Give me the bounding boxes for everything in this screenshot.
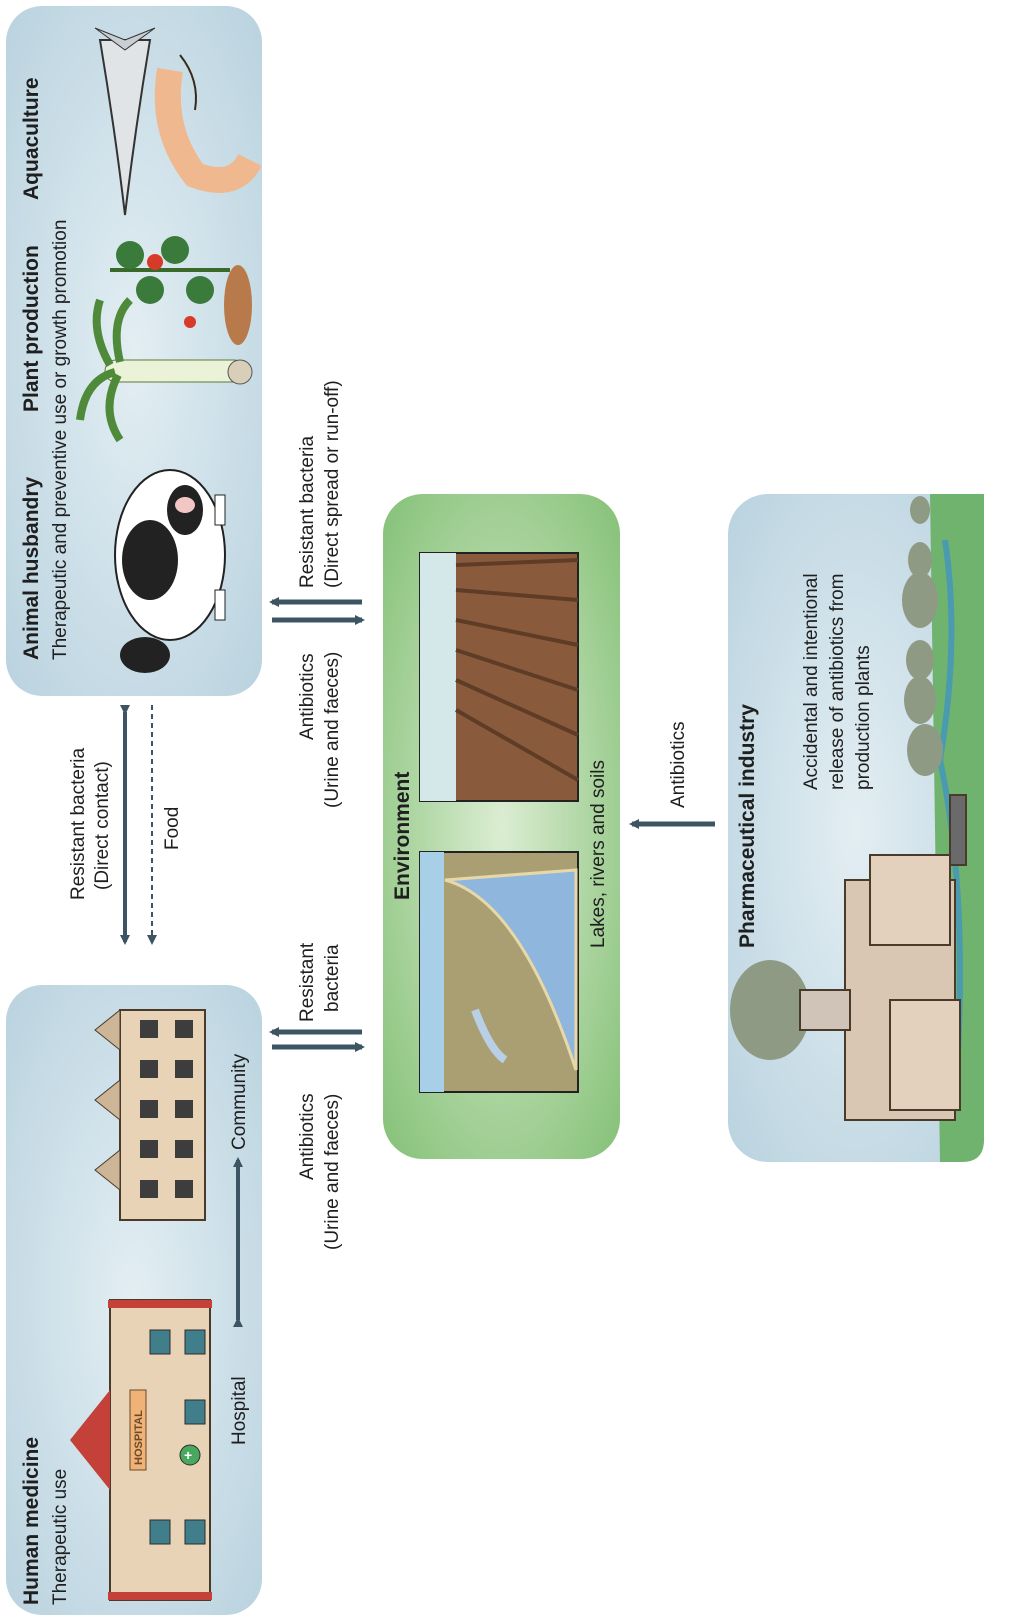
- pharma-title: Pharmaceutical industry: [736, 704, 759, 948]
- human-medicine-subtitle: Therapeutic use: [50, 1469, 71, 1605]
- direct-contact-label-line1: Resistant bacteria: [68, 747, 89, 900]
- trees-illustration: [730, 496, 943, 1060]
- fish-illustration: [94, 27, 156, 216]
- plant-production-title: Plant production: [20, 245, 43, 412]
- hospital-illustration: HOSPITAL +: [70, 1299, 212, 1601]
- food-label: Food: [162, 807, 183, 850]
- animal-env-bacteria-line2: (Direct spread or run-off): [322, 380, 343, 588]
- pharma-desc-line1: Accidental and intentional: [801, 573, 822, 790]
- animal-env-antibiotics-line2: (Urine and faeces): [322, 652, 343, 808]
- animals-subtitle: Therapeutic and preventive use or growth…: [50, 220, 71, 660]
- animal-env-antibiotics-line1: Antibiotics: [297, 653, 318, 740]
- factory-illustration: [799, 794, 967, 1121]
- environment-title: Environment: [391, 772, 414, 900]
- human-env-antibiotics-line2: (Urine and faeces): [322, 1094, 343, 1250]
- lake-illustration: [419, 851, 579, 1093]
- cow-illustration: [114, 469, 226, 673]
- animal-env-bacteria-line1: Resistant bacteria: [297, 435, 318, 588]
- leek-illustration: [76, 297, 253, 443]
- human-medicine-panel: HOSPITAL + Human medicine Therapeut: [6, 985, 262, 1615]
- aquaculture-title: Aquaculture: [20, 77, 43, 200]
- svg-text:+: +: [184, 1447, 192, 1463]
- human-medicine-title: Human medicine: [20, 1437, 43, 1605]
- pharma-env-label: Antibiotics: [668, 721, 689, 808]
- animal-plant-aquaculture-panel: Animal husbandry Plant production Aquacu…: [6, 6, 262, 696]
- tomato-plant-illustration: [110, 236, 252, 345]
- human-env-antibiotics-line1: Antibiotics: [297, 1093, 318, 1180]
- community-houses-illustration: [94, 1008, 206, 1221]
- hospital-label: Hospital: [229, 1376, 250, 1445]
- direct-contact-label-line2: (Direct contact): [92, 761, 113, 890]
- soil-field-illustration: [419, 552, 579, 802]
- pharma-desc-line2: release of antibiotics from: [827, 574, 848, 791]
- pharma-desc-line3: production plants: [853, 645, 874, 790]
- environment-subtitle: Lakes, rivers and soils: [588, 760, 609, 948]
- human-env-bacteria-line2: bacteria: [322, 944, 343, 1012]
- environment-panel: Environment Lakes, rivers and soils: [383, 494, 620, 1159]
- community-label: Community: [229, 1053, 250, 1150]
- animal-husbandry-title: Animal husbandry: [20, 476, 43, 660]
- human-env-bacteria-line1: Resistant: [297, 942, 318, 1022]
- shrimp-illustration: [154, 54, 262, 193]
- hospital-sign: HOSPITAL: [133, 1410, 145, 1465]
- pharmaceutical-panel: Pharmaceutical industry Accidental and i…: [728, 494, 984, 1162]
